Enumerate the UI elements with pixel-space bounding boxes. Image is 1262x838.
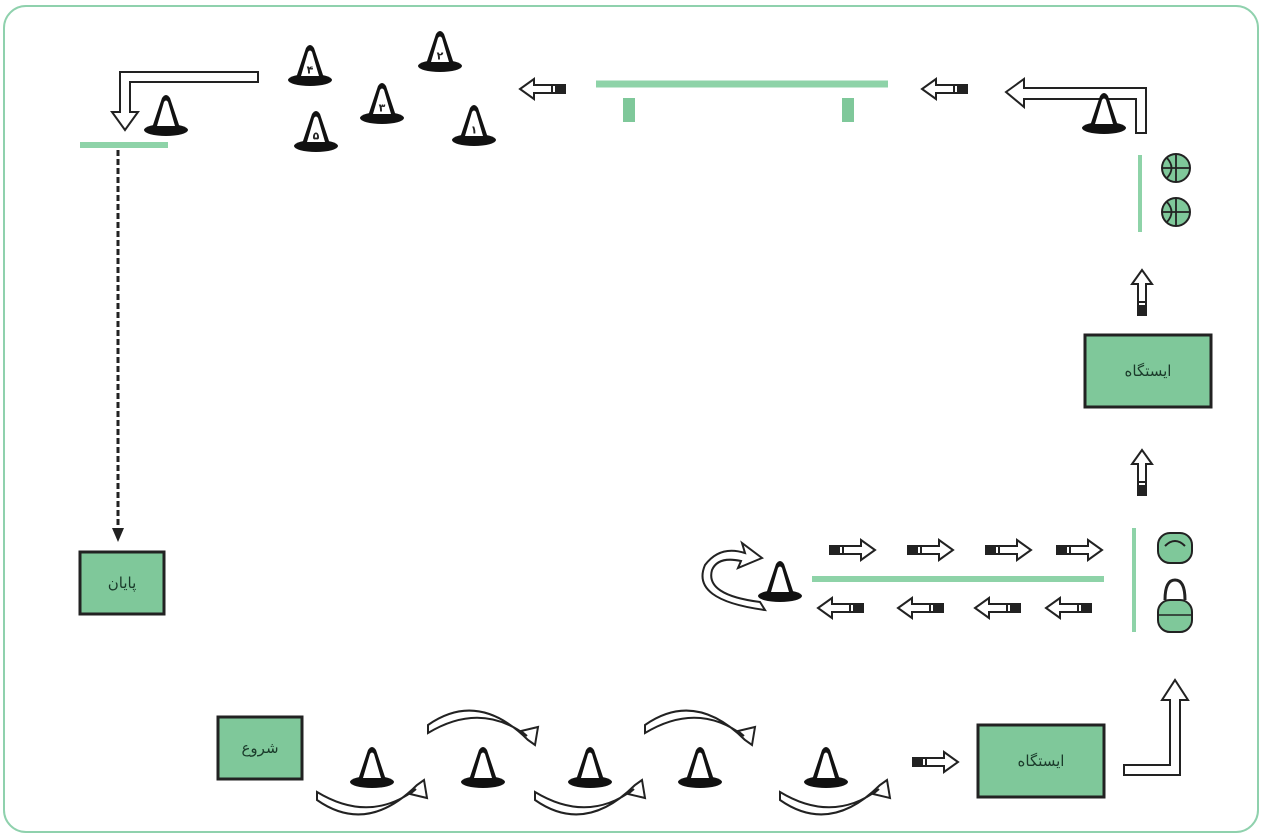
cone-icon: ۵ xyxy=(294,111,338,152)
arrow-down-icon xyxy=(112,528,124,542)
cone-icon xyxy=(804,747,848,788)
kettlebell-icon xyxy=(1157,578,1193,633)
cone-icon: ۳ xyxy=(360,83,404,124)
arrow-right-icon xyxy=(911,751,959,773)
cone-icon xyxy=(350,747,394,788)
curve-arrow-icon xyxy=(427,709,539,746)
start-label: شروع xyxy=(241,739,278,757)
arrow-right-icon xyxy=(1055,539,1103,561)
svg-text:۵: ۵ xyxy=(313,130,320,143)
arrow-up-icon xyxy=(1131,449,1153,497)
arrow-left-icon xyxy=(1045,597,1093,619)
cone-icon: ۱ xyxy=(452,105,496,146)
cone-icon xyxy=(144,95,188,136)
elbow-left-arrow-icon xyxy=(1004,77,1147,134)
elbow-down-arrow-icon xyxy=(110,71,259,132)
ball-icon xyxy=(1161,197,1191,227)
arrow-right-icon xyxy=(906,539,954,561)
frame-border xyxy=(3,5,1259,833)
cone-icon xyxy=(678,747,722,788)
elbow-up-arrow-icon xyxy=(1123,678,1190,776)
hurdle xyxy=(596,80,888,122)
svg-text:۳: ۳ xyxy=(379,102,386,115)
arrow-left-icon xyxy=(897,597,945,619)
end-label: پایان xyxy=(108,574,137,593)
ball-icon xyxy=(1161,153,1191,183)
arrow-left-icon xyxy=(817,597,865,619)
station1-label: ایستگاه xyxy=(1018,752,1065,770)
svg-text:۱: ۱ xyxy=(471,124,478,137)
cone-icon: ۲ xyxy=(418,31,462,72)
arrow-left-icon xyxy=(519,78,567,100)
u-turn-arrow-icon xyxy=(701,540,767,612)
cone-icon xyxy=(461,747,505,788)
cone-icon: ۴ xyxy=(288,45,332,86)
station2-label: ایستگاه xyxy=(1125,362,1172,380)
svg-text:۴: ۴ xyxy=(307,64,314,77)
arrow-right-icon xyxy=(984,539,1032,561)
curve-arrow-icon xyxy=(644,709,756,746)
end-box: پایان xyxy=(78,550,166,616)
arrow-left-icon xyxy=(921,78,969,100)
cone-icon xyxy=(758,561,802,602)
start-box: شروع xyxy=(216,715,304,781)
arrow-left-icon xyxy=(974,597,1022,619)
cone-icon xyxy=(568,747,612,788)
medicine-ball-icon xyxy=(1157,532,1193,564)
station1-box: ایستگاه xyxy=(976,723,1106,799)
arrow-up-icon xyxy=(1131,269,1153,317)
station2-box: ایستگاه xyxy=(1083,333,1213,409)
arrow-right-icon xyxy=(828,539,876,561)
svg-text:۲: ۲ xyxy=(437,50,444,63)
